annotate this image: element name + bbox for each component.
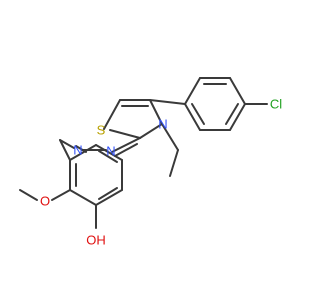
nitrogen-azo-label-1: N — [106, 144, 115, 159]
ar-bond-2 — [69, 189, 97, 206]
bond-s1-c5 — [103, 99, 121, 130]
hydroxyl-label: OH — [86, 233, 106, 248]
nitrogen-ring-label: N — [158, 117, 167, 132]
atom-labels: S N N N Cl O OH — [40, 97, 282, 248]
ar-bond-5 — [95, 144, 123, 161]
bond-n-ch — [59, 139, 75, 149]
ar-bond-3 — [95, 189, 123, 206]
ph-double-2 — [225, 103, 239, 125]
chlorine-label: Cl — [270, 97, 282, 112]
ph-bond-4 — [229, 103, 246, 131]
ph-double-3 — [191, 103, 205, 125]
bond-ch-aryl — [59, 139, 71, 161]
bond-ethyl-2 — [169, 149, 179, 177]
bond-o-ch3 — [19, 189, 38, 201]
bond-c4-ph — [149, 99, 186, 105]
sulfur-label: S — [97, 123, 106, 138]
bond-n3-ethyl-1 — [161, 123, 179, 151]
oxygen-methoxy-label: O — [40, 194, 50, 209]
bonds — [19, 77, 268, 229]
bond-n3-c2 — [139, 123, 163, 139]
bond-c4-n3 — [149, 99, 163, 125]
ar-bond-6 — [69, 144, 97, 161]
bond-ar-o-methoxy — [51, 189, 71, 201]
nitrogen-azo-label-2: N — [73, 143, 82, 158]
ph-bond-6 — [184, 103, 201, 131]
bond-c2-n-exo — [111, 137, 141, 153]
bond-c2-n-exo-double — [114, 143, 138, 157]
ar-double-3 — [98, 150, 118, 163]
ph-bond-3 — [229, 77, 246, 105]
ph-bond-1 — [184, 77, 201, 105]
molecule-structure: S N N N Cl O OH — [19, 77, 282, 248]
bond-c2-s1 — [109, 129, 141, 139]
ar-double-2 — [98, 187, 118, 200]
